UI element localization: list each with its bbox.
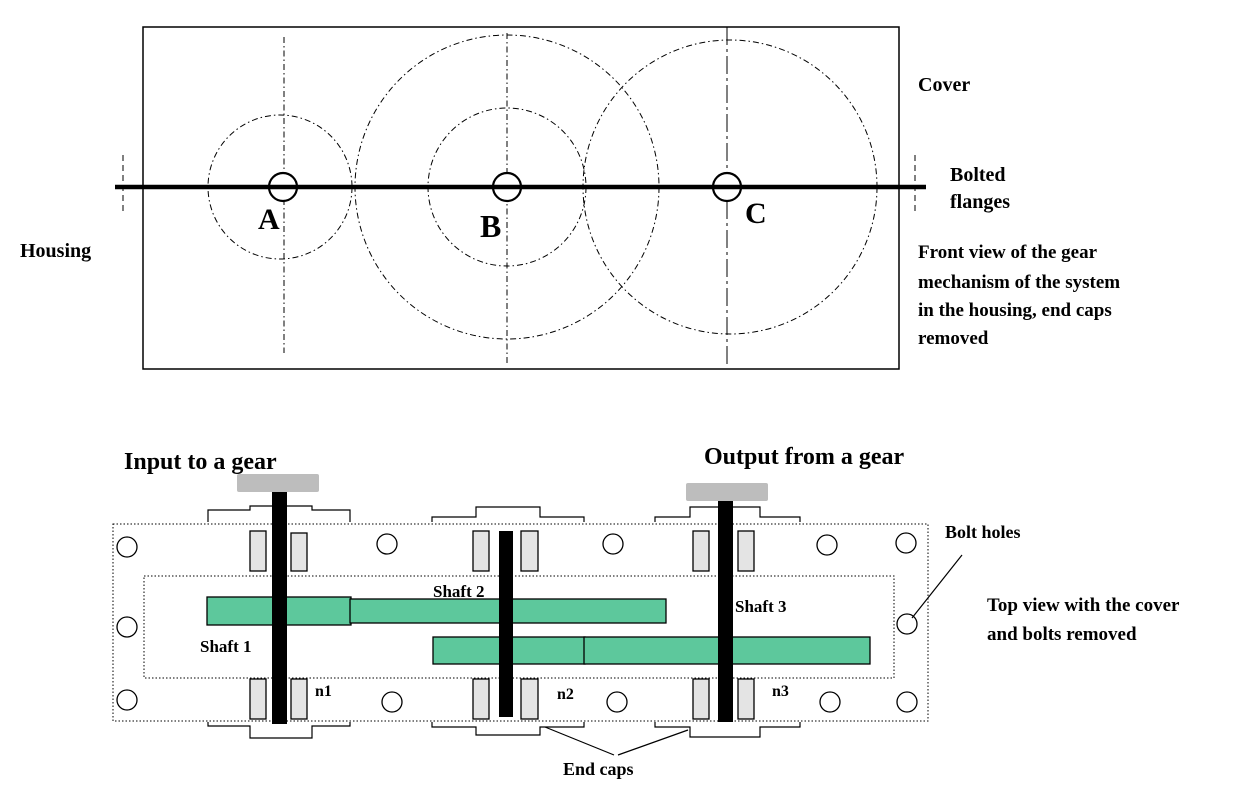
bolt-holes-leader <box>911 554 963 619</box>
bolt-hole <box>606 691 628 713</box>
front-view: A B C Cover Bolted flanges Housing Front… <box>20 26 1120 370</box>
shaft-label-c: C <box>745 197 767 230</box>
bearing <box>520 678 539 720</box>
front-caption-line-1: Front view of the gear <box>918 242 1098 263</box>
housing-label: Housing <box>20 240 91 262</box>
bearing <box>520 530 539 572</box>
front-caption-line-4: removed <box>918 328 989 349</box>
bearing <box>290 678 308 720</box>
n2-label: n2 <box>557 686 574 703</box>
end-caps-leader-2 <box>617 729 689 756</box>
bolt-hole <box>116 689 138 711</box>
front-caption-line-2: mechanism of the system <box>918 272 1120 293</box>
bolted-flanges-label-2: flanges <box>950 191 1010 213</box>
input-label: Input to a gear <box>124 449 277 475</box>
bearing <box>692 530 710 572</box>
bolt-hole <box>896 613 918 635</box>
shaft-label-b: B <box>480 208 501 244</box>
output-label: Output from a gear <box>704 444 905 470</box>
housing-top-outline <box>112 523 929 722</box>
bearing <box>737 530 755 572</box>
shaft-3 <box>718 501 733 722</box>
n3-label: n3 <box>772 683 789 700</box>
bolt-hole <box>896 691 918 713</box>
housing-outline <box>142 26 900 370</box>
end-caps-label: End caps <box>563 759 634 779</box>
bolt-hole <box>816 534 838 556</box>
bolt-hole <box>895 532 917 554</box>
top-view: Input to a gear Output from a gear Bolt … <box>112 444 1180 779</box>
cover-label: Cover <box>918 74 970 96</box>
bolted-flanges-label-1: Bolted <box>950 164 1006 186</box>
bolt-hole <box>819 691 841 713</box>
bearing <box>472 530 490 572</box>
bearing <box>249 678 267 720</box>
bearing <box>249 530 267 572</box>
top-caption-line-1: Top view with the cover <box>987 595 1180 616</box>
bolt-hole <box>381 691 403 713</box>
bolt-hole <box>116 616 138 638</box>
input-pulley <box>237 474 319 492</box>
front-caption-line-3: in the housing, end caps <box>918 300 1112 321</box>
shaft-label-a: A <box>258 203 280 236</box>
bolt-holes-label: Bolt holes <box>945 522 1021 542</box>
shaft1-label: Shaft 1 <box>200 637 251 656</box>
end-cap-top-2 <box>431 506 585 522</box>
end-caps-leader-1 <box>544 726 615 756</box>
bolt-hole <box>602 533 624 555</box>
shaft-2 <box>499 531 513 717</box>
shaft2-label: Shaft 2 <box>433 582 484 601</box>
output-pulley <box>686 483 768 501</box>
bearing <box>692 678 710 720</box>
shaft-1 <box>272 492 287 724</box>
bolt-hole <box>376 533 398 555</box>
end-cap-bottom-3 <box>654 722 801 738</box>
bolt-hole <box>116 536 138 558</box>
end-cap-bottom-2 <box>431 722 585 736</box>
top-caption-line-2: and bolts removed <box>987 624 1137 645</box>
housing-inner-outline <box>143 575 895 679</box>
bearing <box>290 532 308 572</box>
bearing <box>472 678 490 720</box>
end-cap-bottom-1 <box>207 722 351 739</box>
bearing <box>737 678 755 720</box>
shaft3-label: Shaft 3 <box>735 597 786 616</box>
n1-label: n1 <box>315 683 332 700</box>
